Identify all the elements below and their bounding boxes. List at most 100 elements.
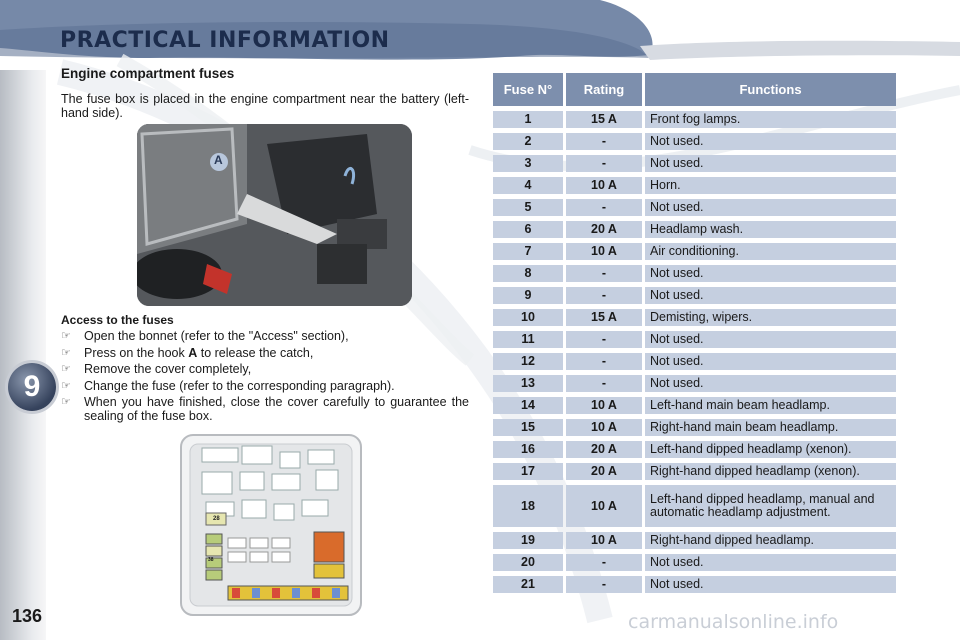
fuse-number-cell: 12 [493,353,563,370]
function-cell: Left-hand main beam headlamp. [645,397,896,414]
function-cell: Headlamp wash. [645,221,896,238]
fuse-number-cell: 2 [493,133,563,150]
diagram-label: 38 [208,557,214,563]
rating-cell: 10 A [566,243,642,260]
pointing-hand-icon: ☞ [61,379,71,392]
function-cell: Right-hand main beam headlamp. [645,419,896,436]
engine-compartment-photo: A [137,124,412,306]
pointing-hand-icon: ☞ [61,396,71,408]
table-row: 8-Not used. [493,265,896,282]
fuse-number-cell: 5 [493,199,563,216]
fuse-number-cell: 17 [493,463,563,480]
table-row: 13-Not used. [493,375,896,392]
function-cell: Right-hand dipped headlamp. [645,532,896,549]
rating-cell: 10 A [566,419,642,436]
fuse-number-cell: 15 [493,419,563,436]
fuse-number-cell: 11 [493,331,563,348]
fuse-number-cell: 10 [493,309,563,326]
rating-cell: - [566,576,642,593]
pointing-hand-icon: ☞ [61,346,71,359]
rating-cell: - [566,331,642,348]
function-cell: Left-hand dipped headlamp, manual and au… [645,485,896,527]
rating-cell: - [566,554,642,571]
intro-text: The fuse box is placed in the engine com… [61,92,469,120]
diagram-label: 28 [213,516,220,522]
fuse-number-cell: 14 [493,397,563,414]
function-cell: Left-hand dipped headlamp (xenon). [645,441,896,458]
function-cell: Not used. [645,576,896,593]
fuse-number-cell: 8 [493,265,563,282]
function-cell: Not used. [645,133,896,150]
rating-cell: - [566,133,642,150]
rating-cell: - [566,287,642,304]
rating-cell: - [566,155,642,172]
table-row: 12-Not used. [493,353,896,370]
watermark: carmanualsonline.info [628,611,839,633]
header-functions: Functions [645,73,896,106]
function-cell: Not used. [645,331,896,348]
fuse-number-cell: 21 [493,576,563,593]
rating-cell: - [566,353,642,370]
function-cell: Not used. [645,265,896,282]
function-cell: Not used. [645,554,896,571]
page-number: 136 [12,606,43,626]
function-cell: Demisting, wipers. [645,309,896,326]
function-cell: Right-hand dipped headlamp (xenon). [645,463,896,480]
pointing-hand-icon: ☞ [61,330,71,342]
header-fuse: Fuse N° [493,73,563,106]
chapter-tab[interactable]: 9 [8,363,56,411]
fuse-number-cell: 20 [493,554,563,571]
rating-cell: 20 A [566,441,642,458]
fuse-number-cell: 6 [493,221,563,238]
access-step: ☞Remove the cover completely, [61,362,252,376]
access-step: ☞Open the bonnet (refer to the "Access" … [61,329,349,343]
access-steps-list: ☞Open the bonnet (refer to the "Access" … [61,329,469,426]
fuse-number-cell: 18 [493,485,563,527]
fuse-number-cell: 1 [493,111,563,128]
pointing-hand-icon: ☞ [61,363,71,375]
function-cell: Not used. [645,287,896,304]
rating-cell: 10 A [566,397,642,414]
rating-cell: - [566,265,642,282]
rating-cell: 10 A [566,485,642,527]
access-title: Access to the fuses [61,313,174,327]
fuse-number-cell: 4 [493,177,563,194]
page-header-title: PRACTICAL INFORMATION [60,28,390,53]
function-cell: Not used. [645,199,896,216]
fuse-number-cell: 19 [493,532,563,549]
table-row: 3-Not used. [493,155,896,172]
rating-cell: 10 A [566,177,642,194]
table-row: 5-Not used. [493,199,896,216]
chapter-number: 9 [23,370,41,403]
fuse-number-cell: 7 [493,243,563,260]
fuse-number-cell: 13 [493,375,563,392]
table-row: 9-Not used. [493,287,896,304]
rating-cell: 20 A [566,463,642,480]
function-cell: Air conditioning. [645,243,896,260]
fuse-number-cell: 3 [493,155,563,172]
section-title: Engine compartment fuses [61,66,235,81]
side-strip [0,70,46,640]
rating-cell: - [566,199,642,216]
fuse-number-cell: 16 [493,441,563,458]
rating-cell: 15 A [566,309,642,326]
function-cell: Horn. [645,177,896,194]
function-cell: Front fog lamps. [645,111,896,128]
table-row: 11-Not used. [493,331,896,348]
rating-cell: 15 A [566,111,642,128]
rating-cell: 10 A [566,532,642,549]
access-step: ☞When you have finished, close the cover… [61,395,469,423]
table-header-row: Fuse N° Rating Functions [493,73,896,106]
rating-cell: 20 A [566,221,642,238]
hook-a-label: A [214,153,223,167]
table-row: 21-Not used. [493,576,896,593]
function-cell: Not used. [645,353,896,370]
